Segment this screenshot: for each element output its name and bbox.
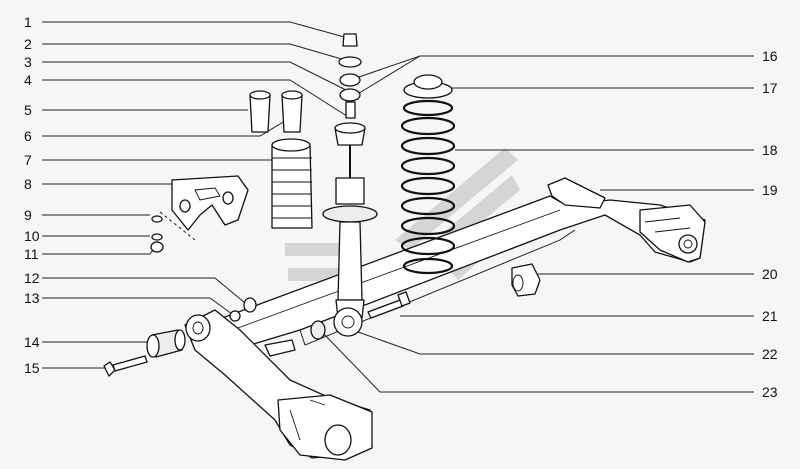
callout-16: 16 (762, 48, 778, 64)
callout-11: 11 (24, 246, 39, 262)
callout-5: 5 (24, 102, 32, 118)
callout-1: 1 (24, 14, 32, 30)
washer-10 (151, 233, 163, 241)
dust-boot (271, 138, 313, 229)
washer-9 (151, 215, 163, 223)
nut-11 (150, 241, 164, 253)
callout-2: 2 (24, 36, 32, 52)
washer-13 (229, 310, 241, 322)
nut-12 (243, 297, 257, 313)
left-trailing-arm (184, 309, 373, 461)
callout-labels: 1 2 3 4 5 6 7 8 9 10 11 12 13 14 15 16 1… (24, 14, 778, 400)
bushing-14 (146, 329, 186, 358)
callout-18: 18 (762, 142, 778, 158)
callout-7: 7 (24, 152, 32, 168)
callout-14: 14 (24, 334, 40, 350)
callout-9: 9 (24, 207, 32, 223)
bolt-15 (103, 355, 148, 377)
callout-6: 6 (24, 128, 32, 144)
shock-absorber (322, 140, 378, 337)
coil-spring (400, 99, 456, 275)
callout-3: 3 (24, 54, 32, 70)
callout-23: 23 (762, 384, 778, 400)
leader-lines (42, 21, 754, 393)
axle-beam (189, 177, 706, 356)
bracket-8 (171, 175, 249, 231)
callout-20: 20 (762, 266, 778, 282)
shock-top-parts (334, 33, 366, 146)
spring-seat (403, 74, 453, 99)
callout-15: 15 (24, 360, 40, 376)
callout-4: 4 (24, 72, 32, 88)
bump-stops (249, 90, 303, 133)
callout-8: 8 (24, 176, 32, 192)
callout-17: 17 (762, 80, 778, 96)
callout-12: 12 (24, 270, 40, 286)
bushing-20 (511, 263, 541, 297)
callout-13: 13 (24, 290, 40, 306)
callout-22: 22 (762, 346, 778, 362)
callout-19: 19 (762, 182, 778, 198)
bolt-21 (367, 291, 411, 319)
callout-21: 21 (762, 308, 778, 324)
callout-10: 10 (24, 228, 40, 244)
bushing-23 (310, 320, 326, 340)
